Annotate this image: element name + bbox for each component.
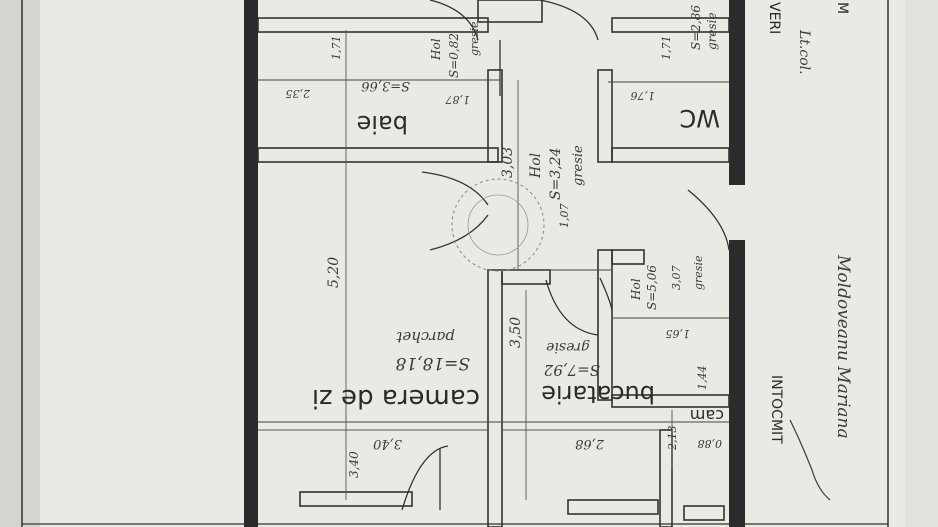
note-verificat: VERI [766,2,782,34]
note-intocmit: INTOCMIT [768,375,784,444]
wall-top-bath [257,17,489,33]
note-signature: Moldoveanu Mariana [833,254,853,439]
door-living-2 [429,214,489,251]
door-hall-small [599,277,613,311]
dim-350: 3,50 [508,317,524,348]
note-rank: Lt.col. [796,29,812,75]
official-stamp [451,178,545,272]
room-name-living: camera de zi [312,383,480,413]
scan-edge [0,0,40,527]
wall-hall-top [611,249,645,265]
dim-171b: 1,71 [660,36,673,61]
dim-268: 2,68 [575,436,605,451]
room-finish-hall-small: gresie [468,21,481,56]
room-labels: camera de zi S=18,18 parchet bucatarie S… [312,5,724,425]
room-name-hall-small: Hol [429,38,443,61]
door-kitchen [545,279,599,336]
door-hall-top-left [429,0,479,41]
room-finish-wc: gresie [705,12,719,50]
dim-303: 3,03 [500,147,516,178]
room-area-hall-small: S=0,82 [447,33,461,78]
room-name-wc: WC [680,104,721,132]
wall-exterior-left [244,0,258,527]
wall-bath-bottom [257,147,499,163]
room-name-hall-kitchen: Hol [629,278,643,301]
window-living [299,491,413,507]
dim-176: 1,76 [631,89,656,102]
wall-wc-left [597,69,613,163]
dim-171a: 1,71 [330,36,343,61]
dim-107: 1,07 [558,204,571,229]
room-area-living: S=18,18 [395,353,470,373]
wall-exterior-right-upper [729,0,745,185]
room-name-bath: baie [357,110,408,138]
room-area-kitchen: S=7,92 [544,361,600,379]
room-finish-hall-kitchen: gresie [692,255,705,290]
wall-cam-left [659,429,673,527]
dim-144: 1,44 [696,366,709,391]
room-area-wc: S=2,86 [689,5,703,50]
interior-walls [257,0,730,527]
wall-top-wc [611,17,730,33]
official-stamp-inner [467,194,529,256]
door-balcony [401,445,449,511]
dim-165: 1,65 [666,327,691,340]
right-margin [905,0,938,527]
room-area-hall-main: S=3,24 [548,148,564,201]
wall-cam-top [611,394,730,408]
door-entrance [687,189,730,251]
room-finish-living: parchet [395,328,455,346]
window-cam [683,505,725,521]
dim-520: 5,20 [326,257,342,288]
dim-340b: 3,40 [347,451,361,478]
signature-scribble [789,419,831,501]
door-swings [401,0,730,511]
note-initial: M [834,2,850,14]
wall-hall-left [597,249,613,401]
wall-bath-right [487,69,503,163]
dim-235: 2,35 [286,87,312,100]
room-area-bath: S=3,66 [361,78,410,93]
room-name-kitchen: bucatarie [541,380,655,408]
room-name-hall-main: Hol [528,153,544,179]
room-finish-hall-main: gresie [571,145,586,186]
dimension-lines [258,30,673,500]
dim-307: 3,07 [670,266,683,291]
room-finish-kitchen: gresie [546,339,590,355]
wall-top-center [477,0,543,23]
window-kitchen [567,499,659,515]
dim-187: 1,87 [446,93,471,106]
door-living-1 [421,171,489,206]
wall-exterior-right-lower [729,240,745,527]
dimension-labels: 5,20 3,50 3,03 3,40 3,40 2,68 2,13 0,88 … [286,36,723,479]
dim-213: 2,13 [666,426,679,452]
door-hall-top-right [539,0,599,41]
title-block-notes: INTOCMIT Moldoveanu Mariana VERI Lt.col.… [766,2,853,501]
dim-340: 3,40 [373,436,402,451]
room-name-cam: cam [690,406,724,425]
room-area-hall-kitchen: S=5,06 [645,265,659,310]
dim-088: 0,88 [698,437,723,450]
